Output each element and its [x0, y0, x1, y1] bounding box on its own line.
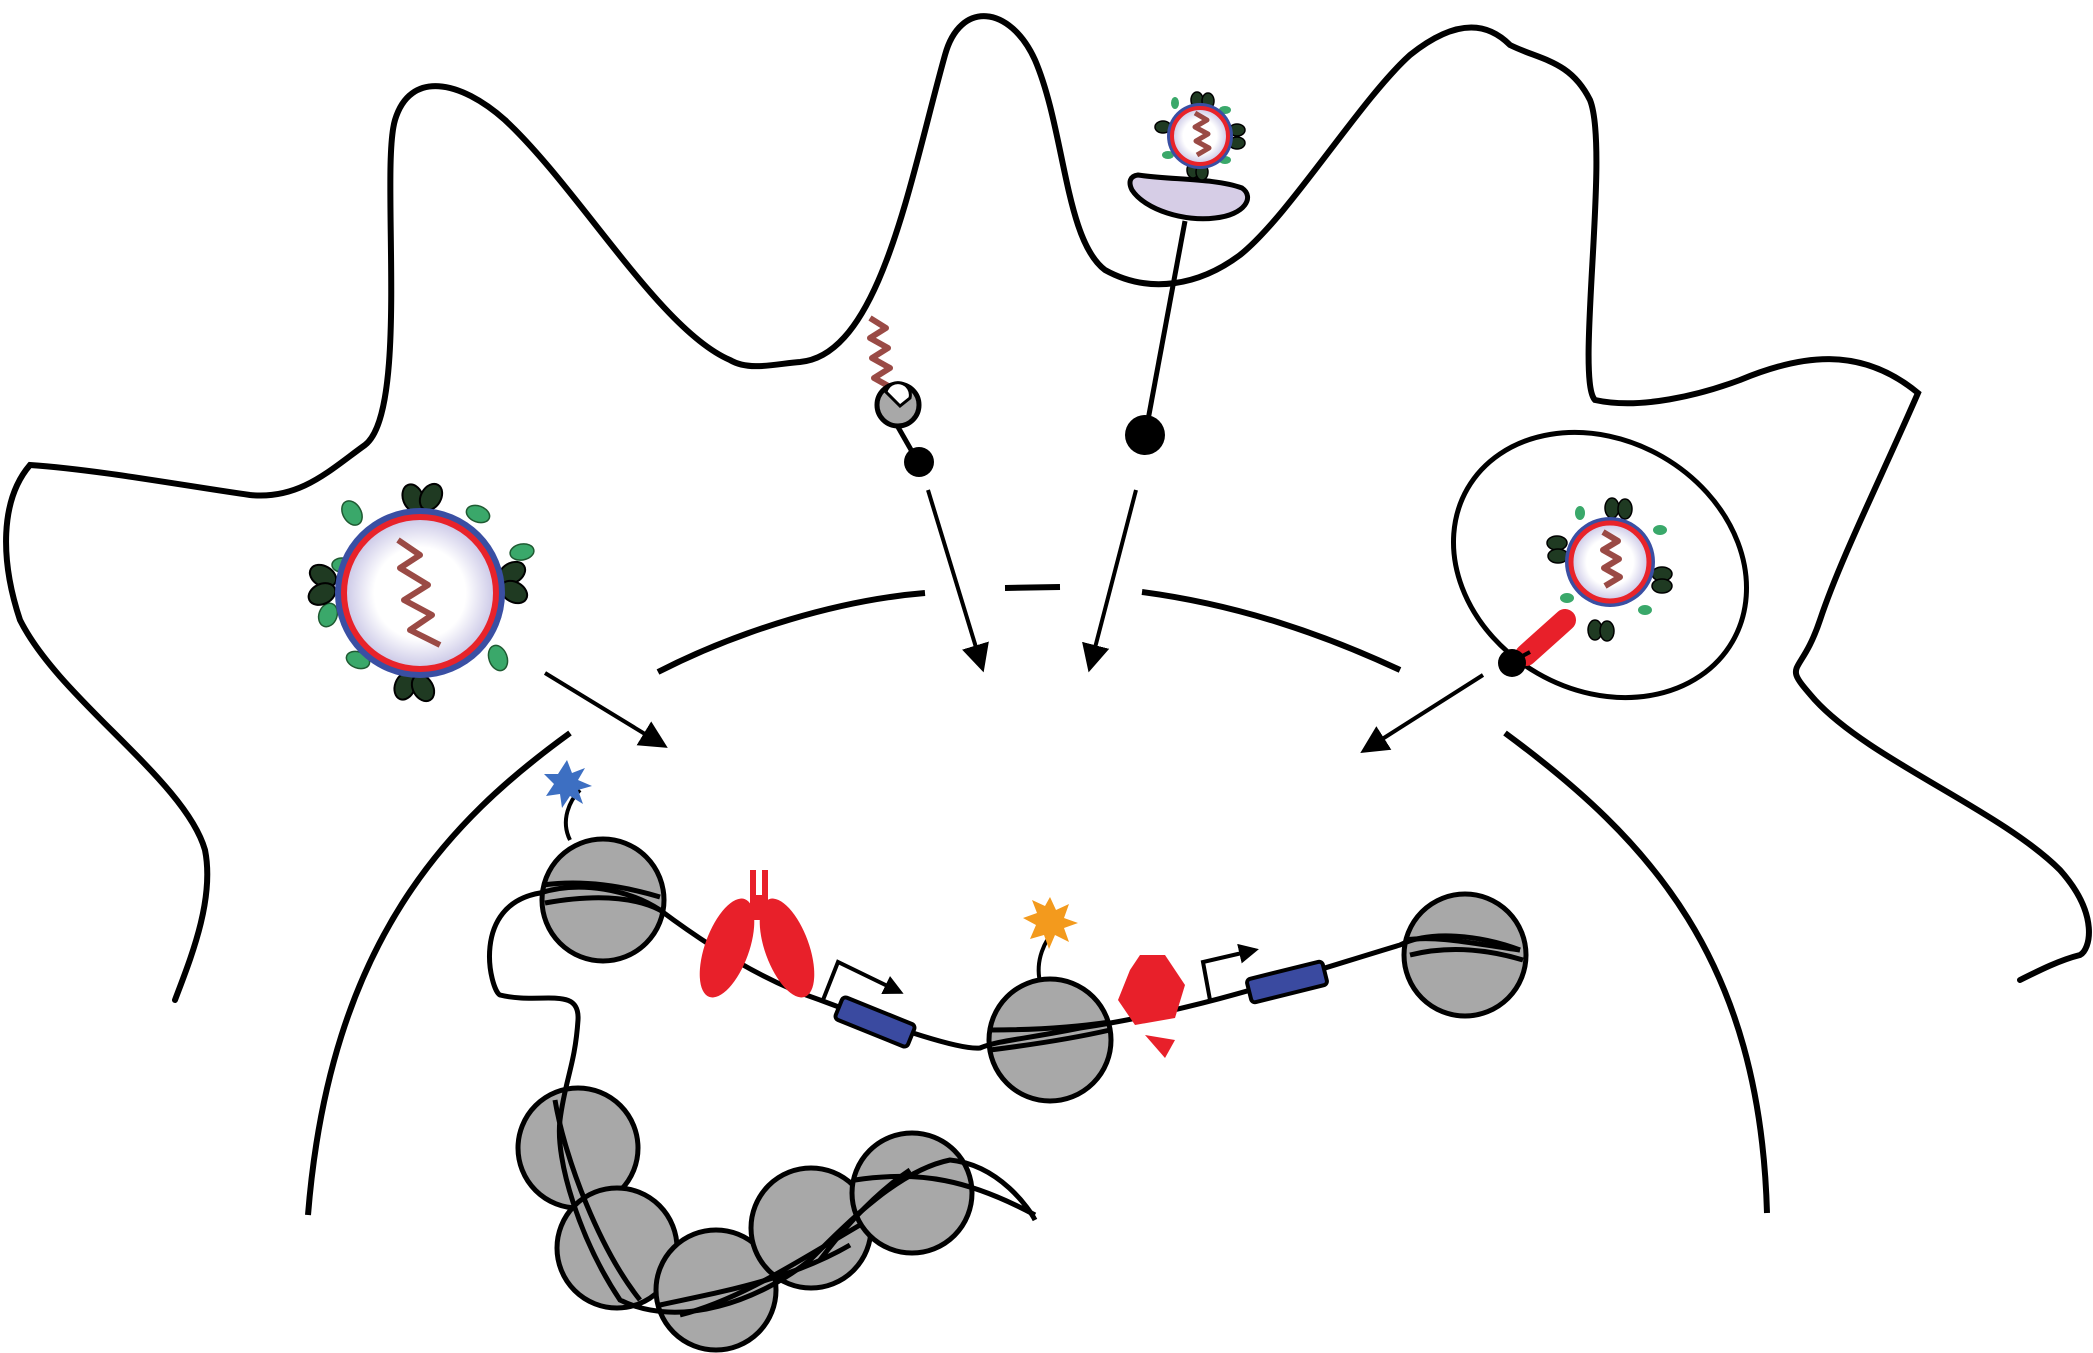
transcription-factor-hex	[1118, 955, 1185, 1058]
receptor-adaptor-dot	[1125, 415, 1165, 455]
nucleus-right-arc	[1503, 730, 1770, 1214]
arrow-virus-entry	[543, 671, 668, 748]
nucleosome-cluster	[515, 1085, 975, 1353]
arrow-surface-receptor	[1082, 489, 1138, 673]
endosome	[1450, 429, 1750, 701]
adaptor-dot	[904, 447, 934, 477]
nucleosome	[849, 1130, 975, 1256]
arrow-endosomal-receptor	[1360, 673, 1485, 754]
nuclear-envelope-upper	[656, 584, 1402, 675]
histone-mark-orange	[1023, 897, 1078, 983]
virus-capsid	[341, 514, 499, 672]
spike-dark-icon	[1546, 497, 1673, 642]
viral-rna-strand	[867, 315, 894, 391]
virus-particle-small	[1154, 91, 1246, 181]
star-mark-icon	[1023, 897, 1078, 949]
transcription-start-arrow	[821, 959, 904, 1001]
chromatin	[487, 760, 1529, 1353]
dna-wrap	[542, 880, 1524, 1318]
histone-mark-blue	[544, 760, 592, 841]
cell-membrane	[3, 13, 2092, 1003]
virus-particle-endosomal	[1546, 497, 1673, 642]
nucleosome	[1401, 891, 1529, 1019]
nucleosome	[653, 1227, 779, 1353]
receptor-ectodomain	[1127, 172, 1250, 222]
endosomal-receptor	[1498, 609, 1576, 677]
arrow-rna-sensor	[926, 489, 989, 673]
rna-sensor-receptor	[867, 315, 934, 477]
star-mark-icon	[544, 760, 592, 808]
viral-genome	[396, 537, 442, 648]
transcription-factor-dimer	[699, 870, 815, 998]
nucleus-left-arc	[305, 730, 572, 1216]
endosomal-adaptor-dot	[1498, 649, 1526, 677]
surface-receptor	[1125, 172, 1250, 455]
virus-particle-large	[307, 482, 535, 703]
transcription-start-arrow	[1200, 943, 1259, 1001]
gene-box	[1245, 959, 1329, 1005]
gene-box	[833, 995, 917, 1049]
